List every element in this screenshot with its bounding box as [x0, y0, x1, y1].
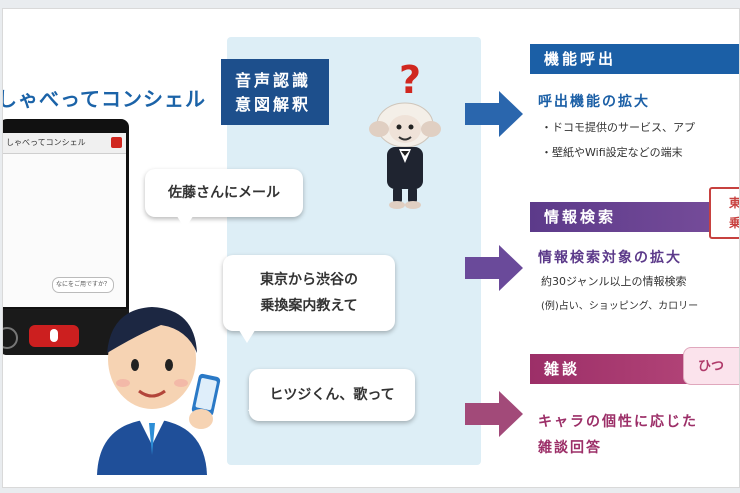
utterance-text-line1: 東京から渋谷の: [260, 272, 358, 288]
app-title: しゃべってコンシェル: [2, 87, 206, 111]
section-function-call-header: 機能呼出: [530, 44, 739, 74]
diagram-canvas: しゃべってコンシェル しゃべってコンシェル なにをご用ですか？ 音声認識 意図解…: [2, 8, 740, 488]
phone-header: しゃべってコンシェル: [3, 133, 126, 154]
section-info-search-detail: 約30ジャンル以上の情報検索: [541, 275, 687, 288]
sheep-character-icon: ?: [369, 59, 441, 209]
side-tag-text: 東 乗: [729, 196, 740, 230]
section-function-call-subtitle: 呼出機能の拡大: [538, 94, 650, 110]
utterance-text-line2: 乗換案内教えて: [260, 298, 358, 314]
section-chat-tag: ひつ: [683, 347, 739, 385]
question-mark: ?: [399, 59, 421, 102]
app-badge-icon: [111, 137, 122, 148]
arrow-right-icon: [465, 91, 523, 137]
bubble-tail: [175, 213, 195, 229]
arrow-right-icon: [465, 391, 523, 437]
menu-circle-icon: [3, 327, 18, 349]
section-info-search-header: 情報検索: [530, 202, 739, 232]
voice-label-line1: 音声認識: [235, 71, 312, 90]
utterance-mail: 佐藤さんにメール: [145, 169, 303, 229]
section-chat-subtitle-line1: キャラの個性に応じた: [538, 414, 698, 430]
businessman-icon: [97, 307, 221, 475]
section-info-search-subtitle: 情報検索対象の拡大: [538, 250, 682, 266]
phone: しゃべってコンシェル なにをご用ですか？: [3, 119, 129, 355]
section-chat-subtitle-line2: 雑談回答: [538, 440, 602, 456]
section-info-search-example: (例)占い、ショッピング、カロリー: [541, 301, 699, 312]
utterance-text: ヒツジくん、歌って: [269, 387, 395, 403]
mic-button: [29, 325, 79, 347]
utterance-transit: 東京から渋谷の 乗換案内教えて: [223, 255, 395, 343]
utterance-text: 佐藤さんにメール: [168, 185, 280, 201]
phone-header-label: しゃべってコンシェル: [6, 138, 86, 147]
section-function-call-bullet: ・ドコモ提供のサービス、アプ: [541, 121, 695, 134]
section-info-search-tag: 東 乗: [709, 187, 740, 239]
utterance-sing: ヒツジくん、歌って: [243, 369, 415, 421]
voice-recognition-label: 音声認識 意図解釈: [221, 59, 329, 125]
voice-label-line2: 意図解釈: [235, 95, 312, 114]
bubble-tail: [237, 327, 257, 343]
phone-screen: しゃべってコンシェル なにをご用ですか？: [3, 133, 126, 307]
arrow-right-icon: [465, 245, 523, 291]
phone-speech-bubble: なにをご用ですか？: [52, 277, 114, 293]
section-function-call-bullet: ・壁紙やWifi設定などの端末: [541, 146, 683, 159]
microphone-icon: [50, 329, 58, 342]
